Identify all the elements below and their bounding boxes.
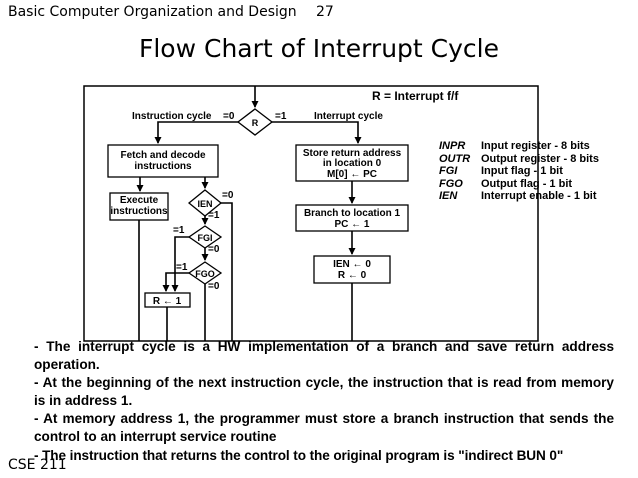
store-line-2: in location 0 bbox=[323, 158, 382, 169]
interrupt-cycle-label: Interrupt cycle bbox=[314, 111, 383, 122]
legend-desc: Input register - 8 bits bbox=[481, 140, 590, 152]
execute-box bbox=[109, 192, 169, 221]
label-r-eq0: =0 bbox=[223, 111, 235, 122]
slide-title: Flow Chart of Interrupt Cycle bbox=[138, 34, 499, 63]
execute-line-2: instructions bbox=[110, 206, 168, 217]
line-r0-to-fetch bbox=[154, 121, 238, 144]
legend-row: OUTR Output register - 8 bits bbox=[439, 153, 599, 166]
legend-desc: Output flag - 1 bit bbox=[481, 177, 573, 190]
legend-desc: Input flag - 1 bit bbox=[481, 165, 563, 177]
legend-row: IEN Interrupt enable - 1 bit bbox=[439, 190, 599, 203]
line-ien0-to-bottom bbox=[221, 202, 233, 341]
diagram-frame bbox=[83, 85, 539, 342]
note-2: - At the beginning of the next instructi… bbox=[34, 375, 614, 408]
explanation-notes: - The interrupt cycle is a HW implementa… bbox=[34, 338, 614, 465]
legend-desc: Interrupt enable - 1 bit bbox=[481, 190, 597, 202]
legend-symbol: IEN bbox=[439, 190, 458, 202]
legend-symbol: FGO bbox=[439, 177, 463, 190]
branch-box bbox=[295, 204, 409, 232]
legend-symbol: OUTR bbox=[439, 152, 471, 165]
label-fgi-eq0: =0 bbox=[208, 244, 220, 255]
legend-symbol: INPR bbox=[439, 140, 466, 152]
line-r1-to-store bbox=[272, 121, 362, 144]
label-ien-eq0: =0 bbox=[222, 190, 234, 201]
decision-ien-label: IEN bbox=[197, 199, 212, 209]
legend-desc: Output register - 8 bits bbox=[481, 152, 599, 165]
label-fgi-eq1: =1 bbox=[173, 225, 185, 236]
execute-line-1: Execute bbox=[120, 195, 159, 206]
branch-line-1: Branch to location 1 bbox=[304, 208, 401, 219]
legend-row: FGI Input flag - 1 bit bbox=[439, 165, 599, 178]
set-r-label: R ← 1 bbox=[153, 296, 182, 307]
line-fgo1-to-rset bbox=[162, 272, 189, 292]
clear-line-2: R ← 0 bbox=[338, 270, 367, 281]
decision-fgi-label: FGI bbox=[198, 233, 213, 243]
register-legend: INPR Input register - 8 bits OUTR Output r… bbox=[439, 140, 599, 203]
legend-row: FGO Output flag - 1 bit bbox=[439, 178, 599, 191]
footer-course-code: CSE 211 bbox=[8, 457, 67, 473]
label-fgo-eq0: =0 bbox=[208, 281, 220, 292]
note-4: - The instruction that returns the contr… bbox=[34, 447, 564, 463]
fetch-decode-box bbox=[107, 144, 219, 178]
page-number: 27 bbox=[316, 4, 334, 20]
fetch-line-1: Fetch and decode bbox=[120, 150, 205, 161]
legend-symbol: FGI bbox=[439, 165, 458, 177]
label-r-eq1: =1 bbox=[275, 111, 287, 122]
note-3: - At memory address 1, the programmer mu… bbox=[34, 411, 614, 444]
instruction-cycle-label: Instruction cycle bbox=[132, 111, 212, 122]
store-line-3: M[0] ← PC bbox=[327, 169, 377, 180]
decision-r bbox=[236, 108, 274, 136]
rff-label: R = Interrupt f/f bbox=[372, 89, 459, 103]
note-1: - The interrupt cycle is a HW implementa… bbox=[34, 339, 614, 372]
legend-row: INPR Input register - 8 bits bbox=[439, 140, 599, 153]
label-fgo-eq1: =1 bbox=[176, 262, 188, 273]
branch-line-2: PC ← 1 bbox=[334, 219, 369, 230]
decision-r-label: R bbox=[252, 118, 259, 128]
store-line-1: Store return address bbox=[303, 148, 402, 159]
fetch-line-2: instructions bbox=[134, 161, 192, 172]
header-course-title: Basic Computer Organization and Design bbox=[8, 4, 297, 20]
decision-fgo-label: FGO bbox=[195, 269, 215, 279]
label-ien-eq1: =1 bbox=[208, 210, 220, 221]
clear-flags-box bbox=[313, 255, 391, 284]
store-return-box bbox=[295, 144, 409, 182]
clear-line-1: IEN ← 0 bbox=[333, 259, 371, 270]
